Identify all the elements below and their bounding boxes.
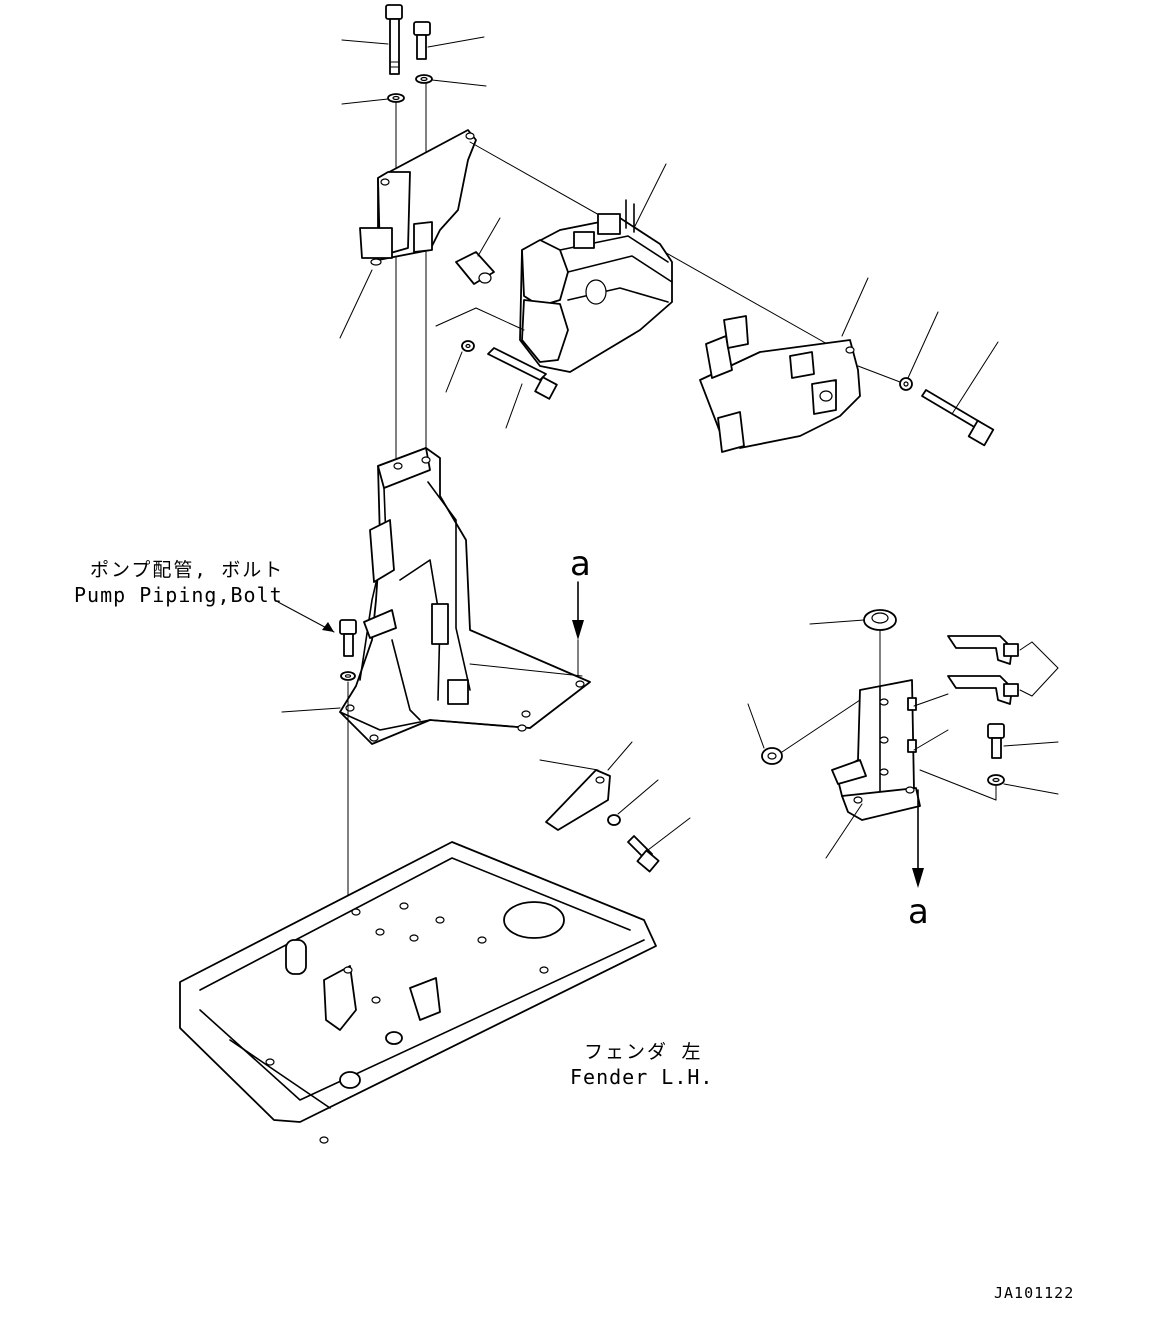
pump-piping-label-en: Pump Piping,Bolt <box>74 583 283 607</box>
pump-piping-bolt <box>339 619 357 681</box>
hose-clamp-upper <box>947 635 1019 665</box>
grommet <box>863 609 897 631</box>
valve-assembly <box>519 199 673 373</box>
main-stand <box>339 447 591 745</box>
drawing-id: JA101122 <box>994 1284 1075 1302</box>
lever-bolt <box>627 835 660 873</box>
spacer-collar <box>455 251 495 285</box>
side-bracket <box>831 679 921 821</box>
top-short-bolt <box>413 21 431 60</box>
view-arrow-icon <box>572 620 584 640</box>
fender-label-jp: フェンダ 左 <box>584 1041 703 1063</box>
lever-link <box>545 769 611 831</box>
fender-lh <box>179 841 657 1144</box>
hex-nut <box>761 747 783 765</box>
lever-washer <box>607 814 621 826</box>
view-arrow-bottom-icon <box>912 868 924 888</box>
upper-mounting-bracket <box>359 129 477 266</box>
valve-bolt <box>461 340 558 400</box>
side-bolt <box>987 723 1005 759</box>
pump-piping-label-jp: ポンプ配管, ボルト <box>90 559 285 581</box>
harness-bracket <box>699 315 861 453</box>
view-marker-bottom: a <box>908 892 929 932</box>
view-marker-top: a <box>570 544 591 584</box>
bracket-bolt <box>921 389 995 447</box>
arrow-head-icon <box>322 622 334 632</box>
top-long-bolt <box>385 4 403 75</box>
fender-label-en: Fender L.H. <box>570 1065 714 1089</box>
hose-clamp-lower <box>947 675 1019 705</box>
